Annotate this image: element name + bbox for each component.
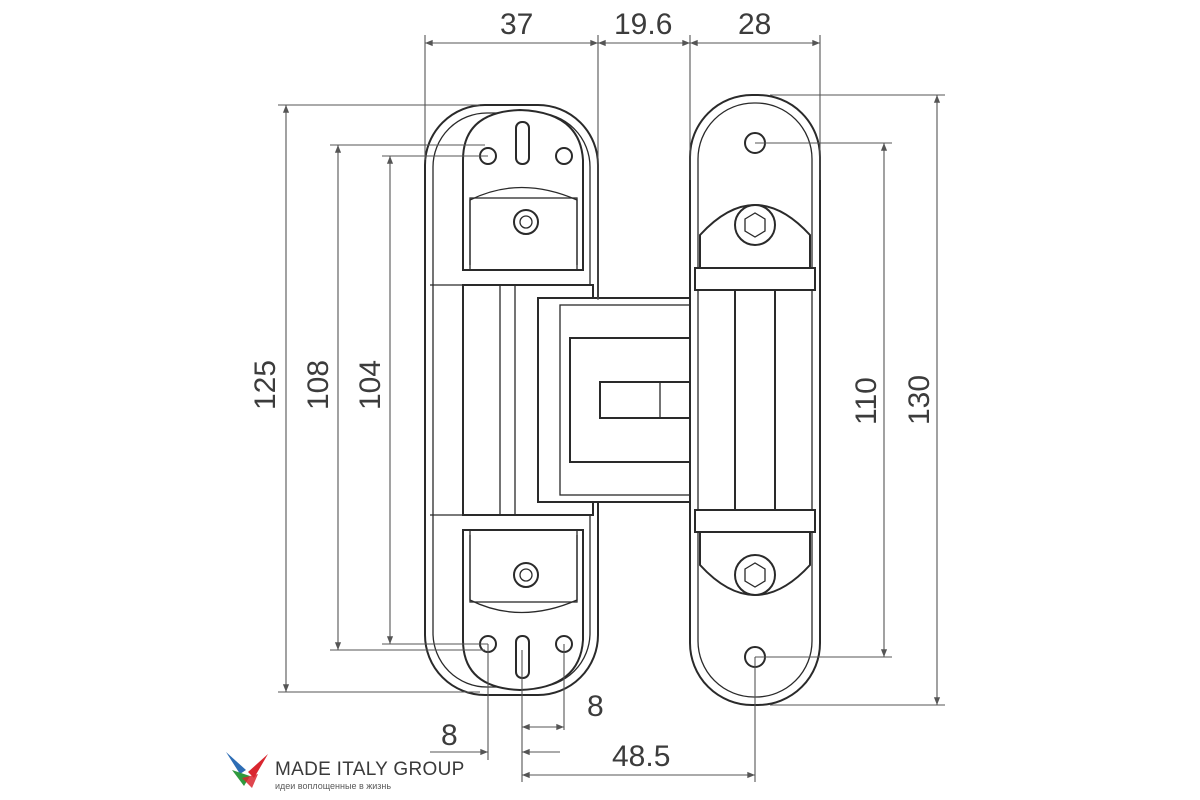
dim-left-height-outer: 125 — [249, 360, 282, 410]
dim-top-left-width: 37 — [500, 8, 533, 41]
left-hinge-leaf — [424, 104, 599, 696]
brand-name: MADE ITALY GROUP — [275, 759, 465, 780]
dim-right-height-inner: 110 — [850, 377, 883, 425]
right-hinge-leaf — [689, 94, 821, 706]
dim-left-height-mid: 108 — [302, 360, 335, 410]
dim-bottom-hole-distance: 48.5 — [612, 740, 670, 773]
dim-right-height-outer: 130 — [903, 375, 936, 425]
dim-bottom-slot-offset: 8 — [587, 690, 604, 723]
dim-bottom-left-offset: 8 — [441, 719, 458, 752]
brand-slogan: идеи воплощенные в жизнь — [275, 781, 392, 791]
dim-left-height-inner: 104 — [354, 360, 387, 410]
dim-top-gap: 19.6 — [614, 8, 672, 41]
made-italy-group-logo-icon — [226, 752, 268, 788]
dimension-lines — [278, 35, 945, 782]
dim-top-right-width: 28 — [738, 8, 771, 41]
dimension-labels: 37 19.6 28 125 108 104 110 130 8 8 48.5 — [249, 8, 936, 773]
